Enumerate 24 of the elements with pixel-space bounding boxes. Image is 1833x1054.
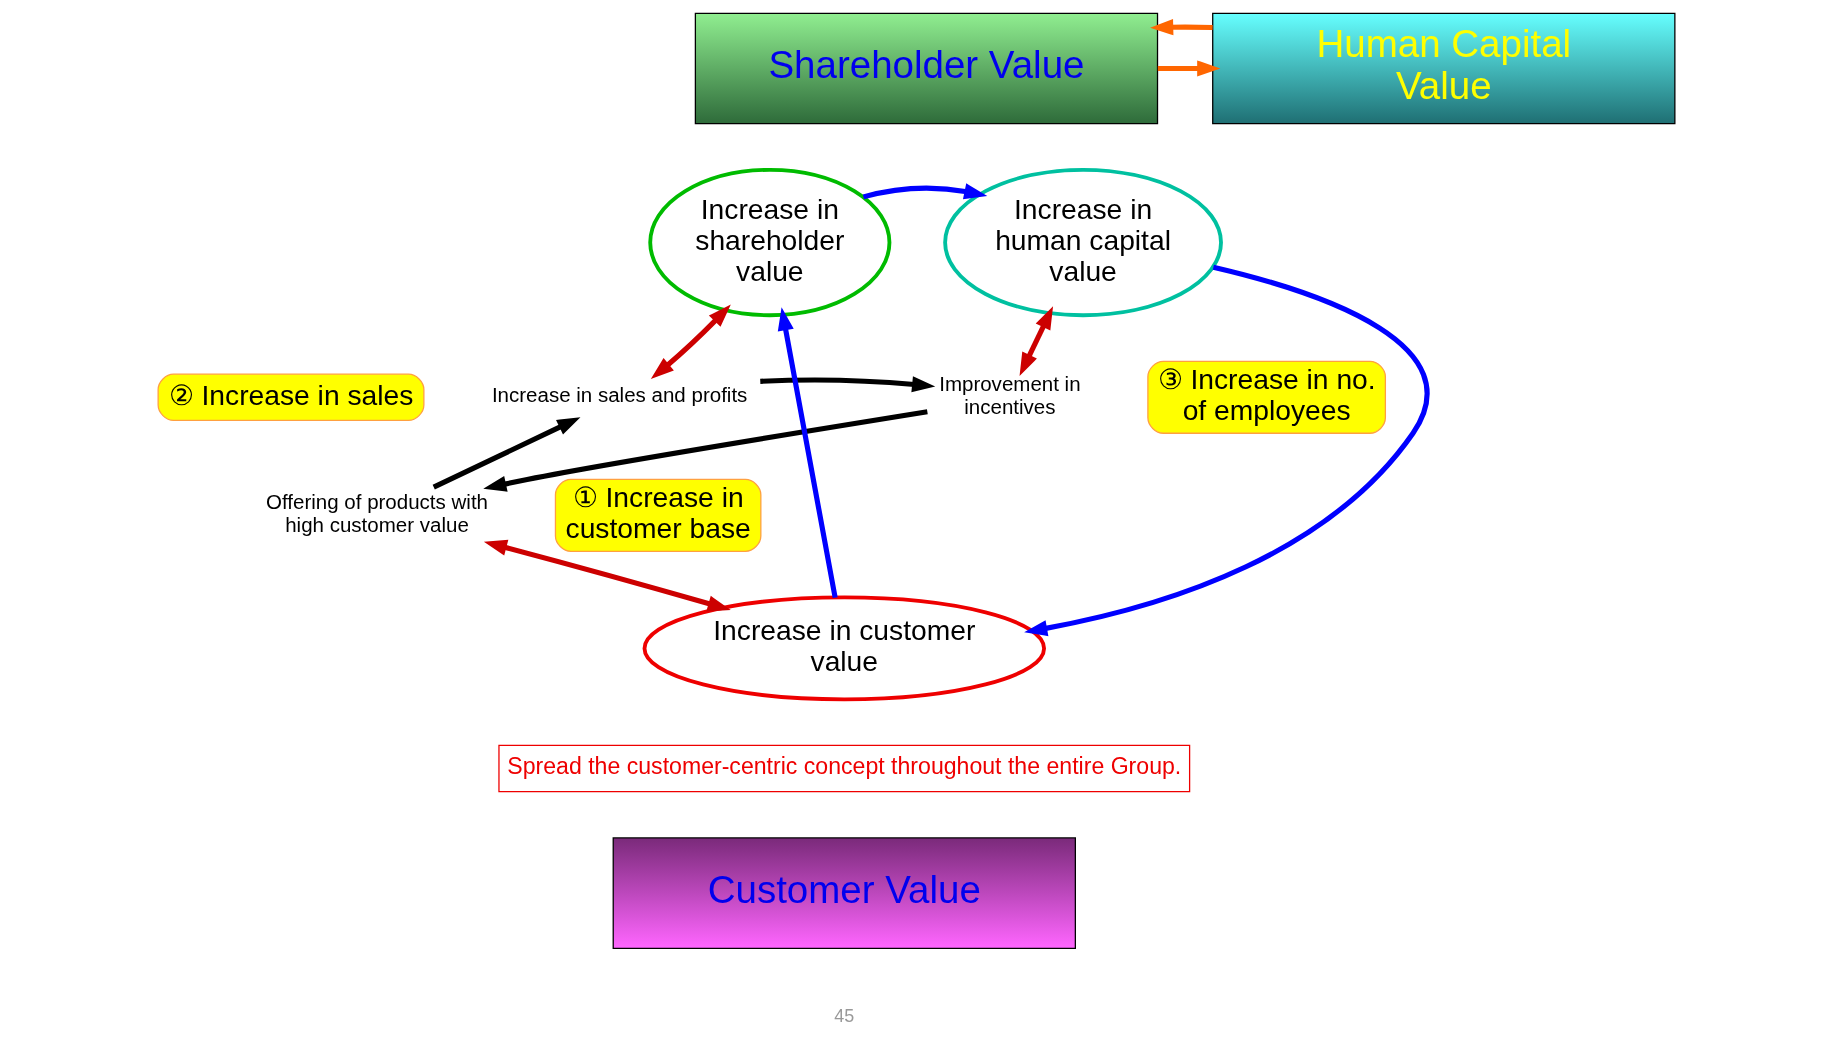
arrow [1019,306,1054,376]
arrow [1150,19,1213,36]
arrow [483,409,928,492]
arrow [1024,264,1430,637]
node-box: ③ Increase in no. of employees [1147,360,1387,434]
arrow [483,539,731,612]
arrow [862,183,988,200]
node-box: Spread the customer-centric concept throughout the entire Group. [498,744,1191,793]
node-text: Increase in sales and profits [491,383,748,407]
node-box: ② Increase in sales [157,373,425,422]
node-text: Improvement in incentives [939,371,1081,418]
node-text: Offering of products with high customer value [266,489,489,536]
label: 45 [834,1006,855,1027]
arrow [1157,60,1221,77]
arrow [777,307,838,599]
node-box: Customer Value [612,837,1076,949]
node-box: Shareholder Value [694,12,1159,125]
node-ellipse: Increase in human capital value [943,167,1223,318]
node-box: ① Increase in customer base [554,478,762,552]
arrow [432,417,581,490]
node-ellipse: Increase in shareholder value [648,167,892,318]
node-box: Human Capital Value [1212,12,1676,125]
arrow [760,376,936,393]
arrow [650,304,731,379]
